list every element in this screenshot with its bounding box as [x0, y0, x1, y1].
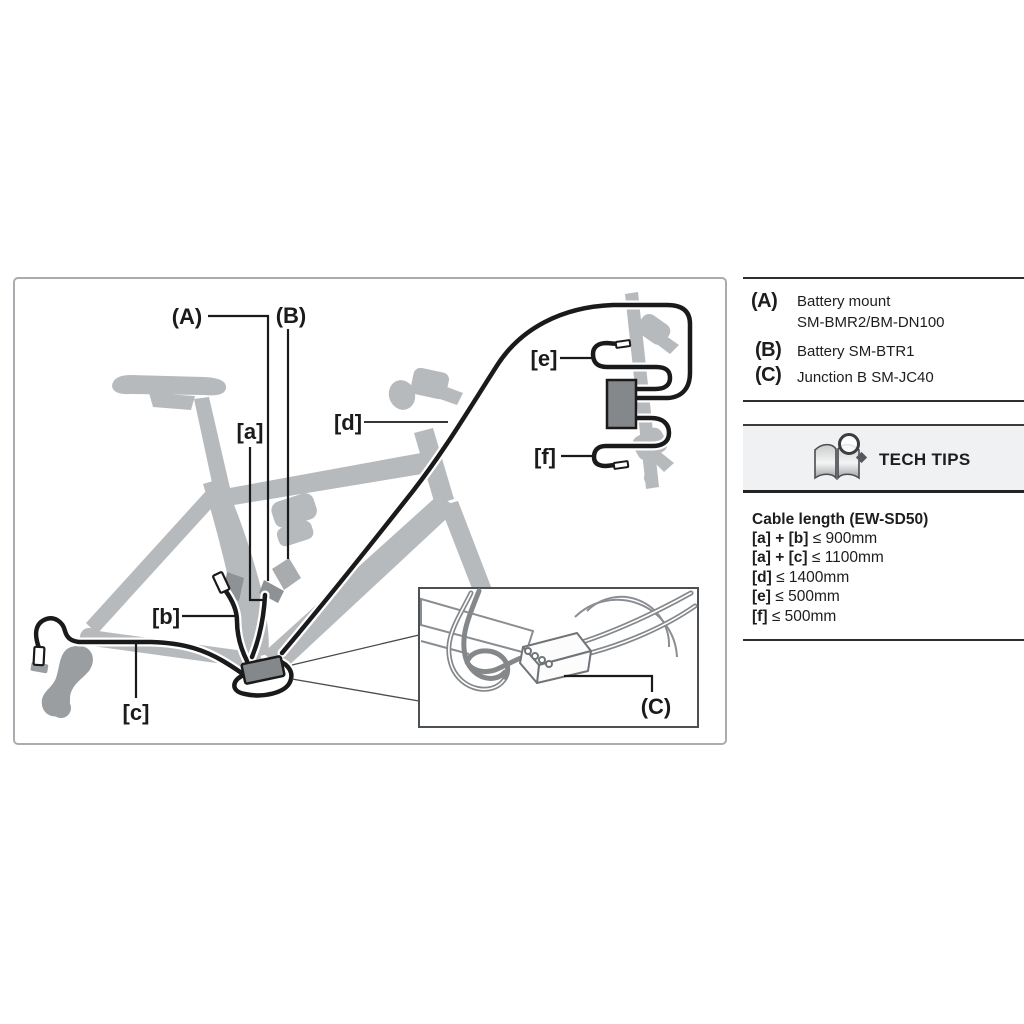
saddle	[112, 375, 227, 396]
cable-length-row: [a] + [b] ≤ 900mm	[752, 530, 878, 547]
leader-C	[564, 674, 654, 692]
legend-marker-B: (B)	[755, 339, 782, 361]
battery	[272, 558, 301, 590]
cable-length-row: [e] ≤ 500mm	[752, 588, 840, 605]
wire-c	[33, 616, 294, 698]
wire-e	[590, 340, 673, 392]
tech-tips-title: TECH TIPS	[879, 450, 971, 469]
divider-bottom	[743, 639, 1024, 641]
magnifier-icon	[838, 433, 860, 455]
top-tube	[213, 453, 434, 507]
rear-wire-connector	[32, 645, 46, 667]
battery-mount	[259, 580, 284, 603]
bike-routing-illustration: (A) (B) [a] [d] [e] [f] [b] [c]	[30, 292, 699, 728]
legend-label-A: Battery mount SM-BMR2/BM-DN100	[797, 293, 945, 331]
label-b: [b]	[152, 604, 180, 629]
junction-b-box	[240, 655, 286, 685]
tech-tips-book-icon	[809, 432, 871, 491]
divider-mid	[743, 400, 1024, 402]
junction-a-box	[605, 378, 638, 430]
legend-marker-A: (A)	[751, 290, 778, 312]
bar-clamp	[644, 471, 658, 485]
wire-d	[279, 302, 693, 656]
connectors	[32, 339, 638, 685]
shifter-upper-lever	[654, 331, 679, 354]
routing-diagram-frame: (A) (B) [a] [d] [e] [f] [b] [c]	[13, 277, 727, 745]
leader-A	[208, 314, 270, 581]
leader-lines	[134, 314, 595, 698]
label-a: [a]	[237, 419, 264, 444]
tech-tips-banner: TECH TIPS	[743, 424, 1024, 493]
fd-wire-connector	[212, 571, 231, 594]
leader-a	[248, 447, 265, 602]
legend-label-C: Junction B SM-JC40	[797, 369, 934, 386]
saddle-rails	[149, 393, 195, 410]
rear-derailleur	[41, 645, 93, 717]
label-C: (C)	[641, 694, 672, 719]
handlebar-grip	[388, 380, 416, 410]
legend-marker-C: (C)	[755, 364, 782, 386]
diagram-labels: (A) (B) [a] [d] [e] [f] [b] [c]	[123, 303, 558, 725]
cable-length-row: [d] ≤ 1400mm	[752, 569, 850, 586]
inset-detail-box: (C)	[418, 587, 699, 728]
legend-label-B: Battery SM-BTR1	[797, 343, 915, 360]
down-tube	[263, 495, 458, 670]
brake-lever	[437, 384, 463, 405]
label-d: [d]	[334, 410, 362, 435]
derailleur-pulley	[51, 698, 71, 718]
inset-fan-lines	[291, 634, 420, 702]
divider-top	[743, 277, 1024, 279]
shock	[276, 520, 314, 547]
label-A: (A)	[172, 304, 203, 329]
seatstay	[86, 491, 219, 634]
seat-tube	[203, 478, 269, 660]
rocker-link	[271, 493, 317, 528]
di2-wires	[33, 302, 693, 698]
wire-e-connector	[614, 339, 632, 349]
cable-length-row: [a] + [c] ≤ 1100mm	[752, 549, 884, 566]
label-e: [e]	[531, 346, 558, 371]
wire-f	[591, 415, 672, 469]
wire-b	[222, 587, 250, 664]
shifter-lower-lever	[650, 447, 674, 472]
wire-f-connector	[612, 460, 630, 470]
inset-junction-b	[519, 632, 592, 684]
label-c: [c]	[123, 700, 150, 725]
cable-length-heading: Cable length (EW-SD50)	[752, 511, 929, 528]
label-B: (B)	[276, 303, 307, 328]
seat-post	[194, 397, 230, 492]
label-f: [f]	[534, 444, 556, 469]
cable-length-row: [f] ≤ 500mm	[752, 608, 837, 625]
